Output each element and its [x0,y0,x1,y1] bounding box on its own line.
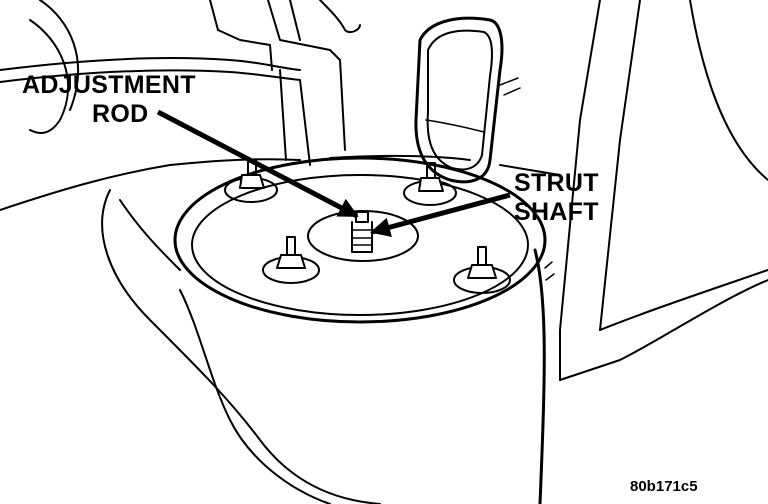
mounting-stud-nuts [224,159,511,294]
body-structure [0,0,768,381]
adjustment-rod-label-line1: ADJUSTMENT [22,71,196,99]
figure-id: 80b171c5 [630,478,698,495]
strut-tower [101,156,555,504]
adjustment-rod-arrow [156,109,359,219]
adjustment-rod-label-line2: ROD [92,100,149,128]
strut-shaft-arrow [370,192,511,237]
strut-shaft-label-line2: SHAFT [514,198,599,226]
strut-shaft-opening [307,210,419,262]
strut-shaft-label-line1: STRUT [514,169,599,197]
